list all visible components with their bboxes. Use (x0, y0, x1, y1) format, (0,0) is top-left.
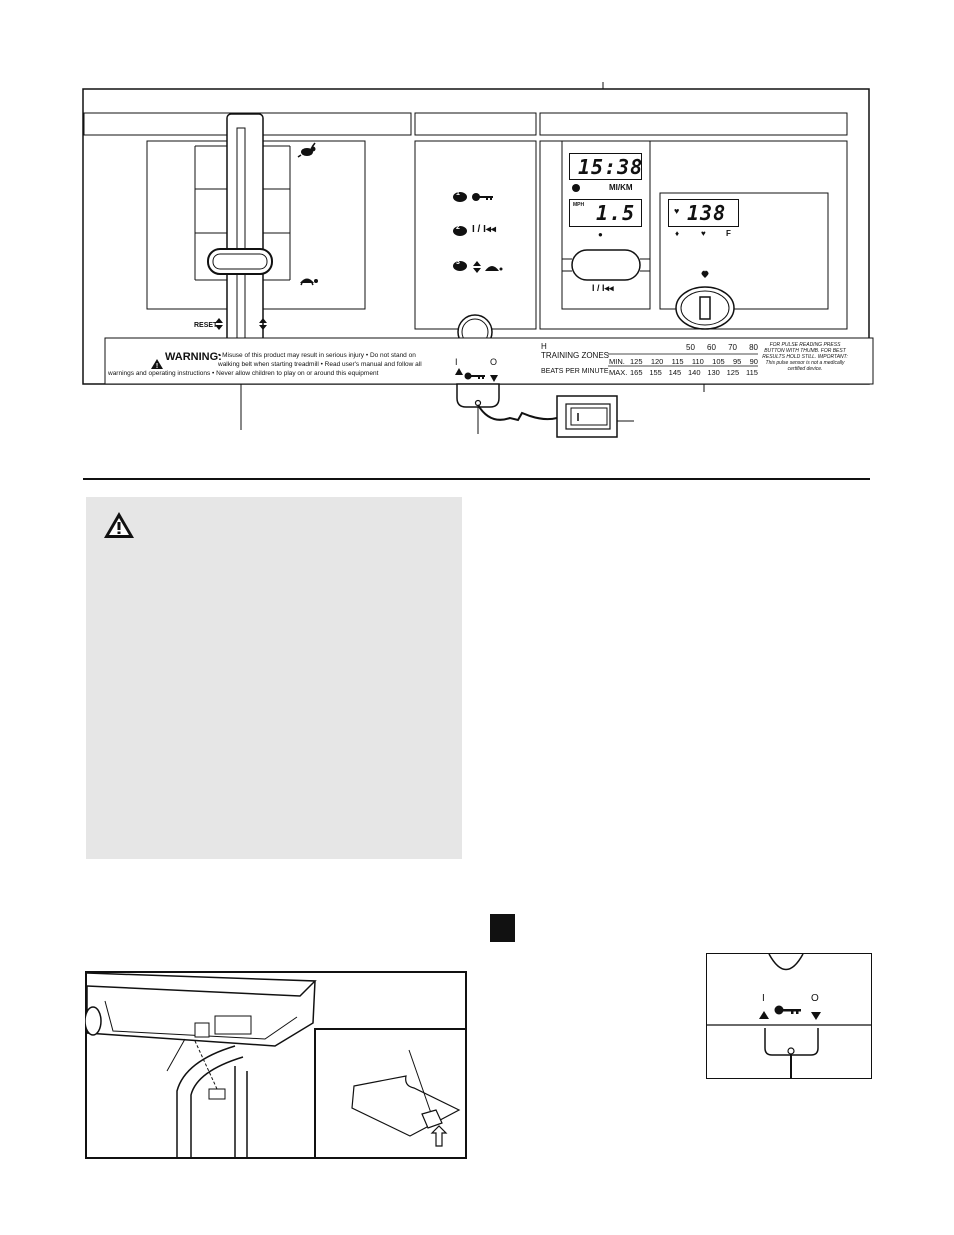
zones-header-partial: H (541, 342, 547, 351)
warning-line-2: walking belt when starting treadmill • R… (218, 361, 422, 368)
reset-label: RESET (194, 322, 218, 329)
section-bar-display (539, 112, 848, 136)
zone-min-value: 125 (630, 357, 643, 366)
button-2-marker (453, 226, 467, 236)
zone-percent: 70 (728, 343, 737, 352)
zones-percent-row: 50 60 70 80 (686, 343, 758, 352)
inset-key-off-mark: O (811, 993, 819, 1004)
warning-triangle-icon (151, 359, 163, 369)
up-arrow-icon (430, 1125, 448, 1147)
tortoise-icon (300, 278, 318, 286)
safety-key (456, 383, 500, 408)
tortoise-icon (485, 266, 499, 271)
hare-icon: ● (598, 230, 603, 239)
key-icon (464, 372, 485, 380)
zones-max-label: MAX. (609, 368, 628, 377)
clock-icon (572, 184, 580, 192)
zone-max-value: 115 (745, 368, 758, 377)
console-diagram: ! (82, 82, 874, 438)
speed-display: MPH 1.5 (569, 199, 642, 227)
warning-triangle-icon (104, 512, 134, 538)
key-inset-drawing (707, 953, 871, 1079)
zones-min-label: MIN. (609, 357, 625, 366)
pulse-scale-f: F (726, 229, 731, 238)
display-window-right (659, 192, 829, 310)
inset-key-on-mark: I (762, 993, 765, 1004)
zone-max-value: 165 (630, 368, 643, 377)
zone-percent: 60 (707, 343, 716, 352)
section-divider (83, 478, 870, 480)
zones-min-row: 125 120 115 110 105 95 90 (630, 357, 758, 366)
heart-icon (701, 270, 709, 278)
button-1-number: 1 (456, 190, 460, 197)
zone-min-value: 110 (691, 357, 704, 366)
zone-min-value: 95 (732, 357, 742, 366)
detail-inset (314, 1028, 467, 1159)
zones-title: TRAINING ZONES (541, 351, 610, 360)
pulse-digits: 138 (687, 201, 727, 225)
zone-max-value: 125 (726, 368, 740, 377)
speed-unit-label: MPH (573, 202, 585, 208)
warning-title: WARNING: (165, 351, 222, 363)
pulse-display: ♥ 138 (668, 199, 739, 227)
hare-icon (297, 142, 316, 158)
zones-max-row: 165 155 145 140 130 125 115 (630, 368, 758, 377)
zone-min-value: 90 (749, 357, 758, 366)
speed-digits: 1.5 (596, 201, 636, 225)
key-inset (706, 953, 872, 1079)
key-off-mark: O (490, 357, 498, 367)
start-stop-button (571, 249, 641, 281)
time-digits: 15:38 (578, 155, 644, 179)
up-down-arrows-icon (215, 318, 267, 330)
button-2-number: 2 (456, 224, 460, 231)
start-stop-label: I / I◂◂ (592, 283, 614, 293)
flame-icon: ♦ (675, 229, 680, 238)
time-display: 15:38 (569, 153, 642, 180)
heart-icon: ♥ (674, 206, 680, 216)
svg-text:!: ! (156, 363, 158, 370)
zone-max-value: 145 (668, 368, 682, 377)
pulse-sensor-contact (699, 296, 711, 320)
zone-min-value: 120 (650, 357, 664, 366)
button-3-number: 3 (456, 259, 460, 266)
key-tether-cord (477, 404, 558, 422)
section-bar-keys (414, 112, 537, 136)
warning-strip (104, 337, 874, 385)
zones-subtitle: BEATS PER MINUTE (541, 368, 609, 375)
zone-max-value: 140 (687, 368, 701, 377)
warning-line-1: • Misuse of this product may result in s… (218, 352, 416, 359)
pulse-note: FOR PULSE READING PRESS BUTTON WITH THUM… (762, 342, 848, 372)
key-on-mark: I (455, 357, 458, 367)
warning-box (86, 497, 462, 859)
step-number-badge (490, 914, 515, 942)
button-3-marker (453, 261, 467, 271)
zone-min-value: 105 (712, 357, 725, 366)
key-icon (472, 193, 493, 201)
button-1-marker (453, 192, 467, 202)
time-unit-label: MI/KM (609, 183, 633, 192)
heart-icon: ♥ (701, 229, 706, 238)
warning-line-3: warnings and operating instructions • Ne… (108, 370, 379, 377)
start-stop-key-label: I / I◂◂ (472, 224, 496, 235)
zone-percent: 50 (686, 343, 695, 352)
key-button-panel (414, 140, 537, 330)
zone-min-value: 115 (671, 357, 684, 366)
zone-max-value: 130 (707, 368, 720, 377)
zone-percent: 80 (749, 343, 758, 352)
key-icon (774, 1005, 801, 1015)
zone-max-value: 155 (649, 368, 662, 377)
